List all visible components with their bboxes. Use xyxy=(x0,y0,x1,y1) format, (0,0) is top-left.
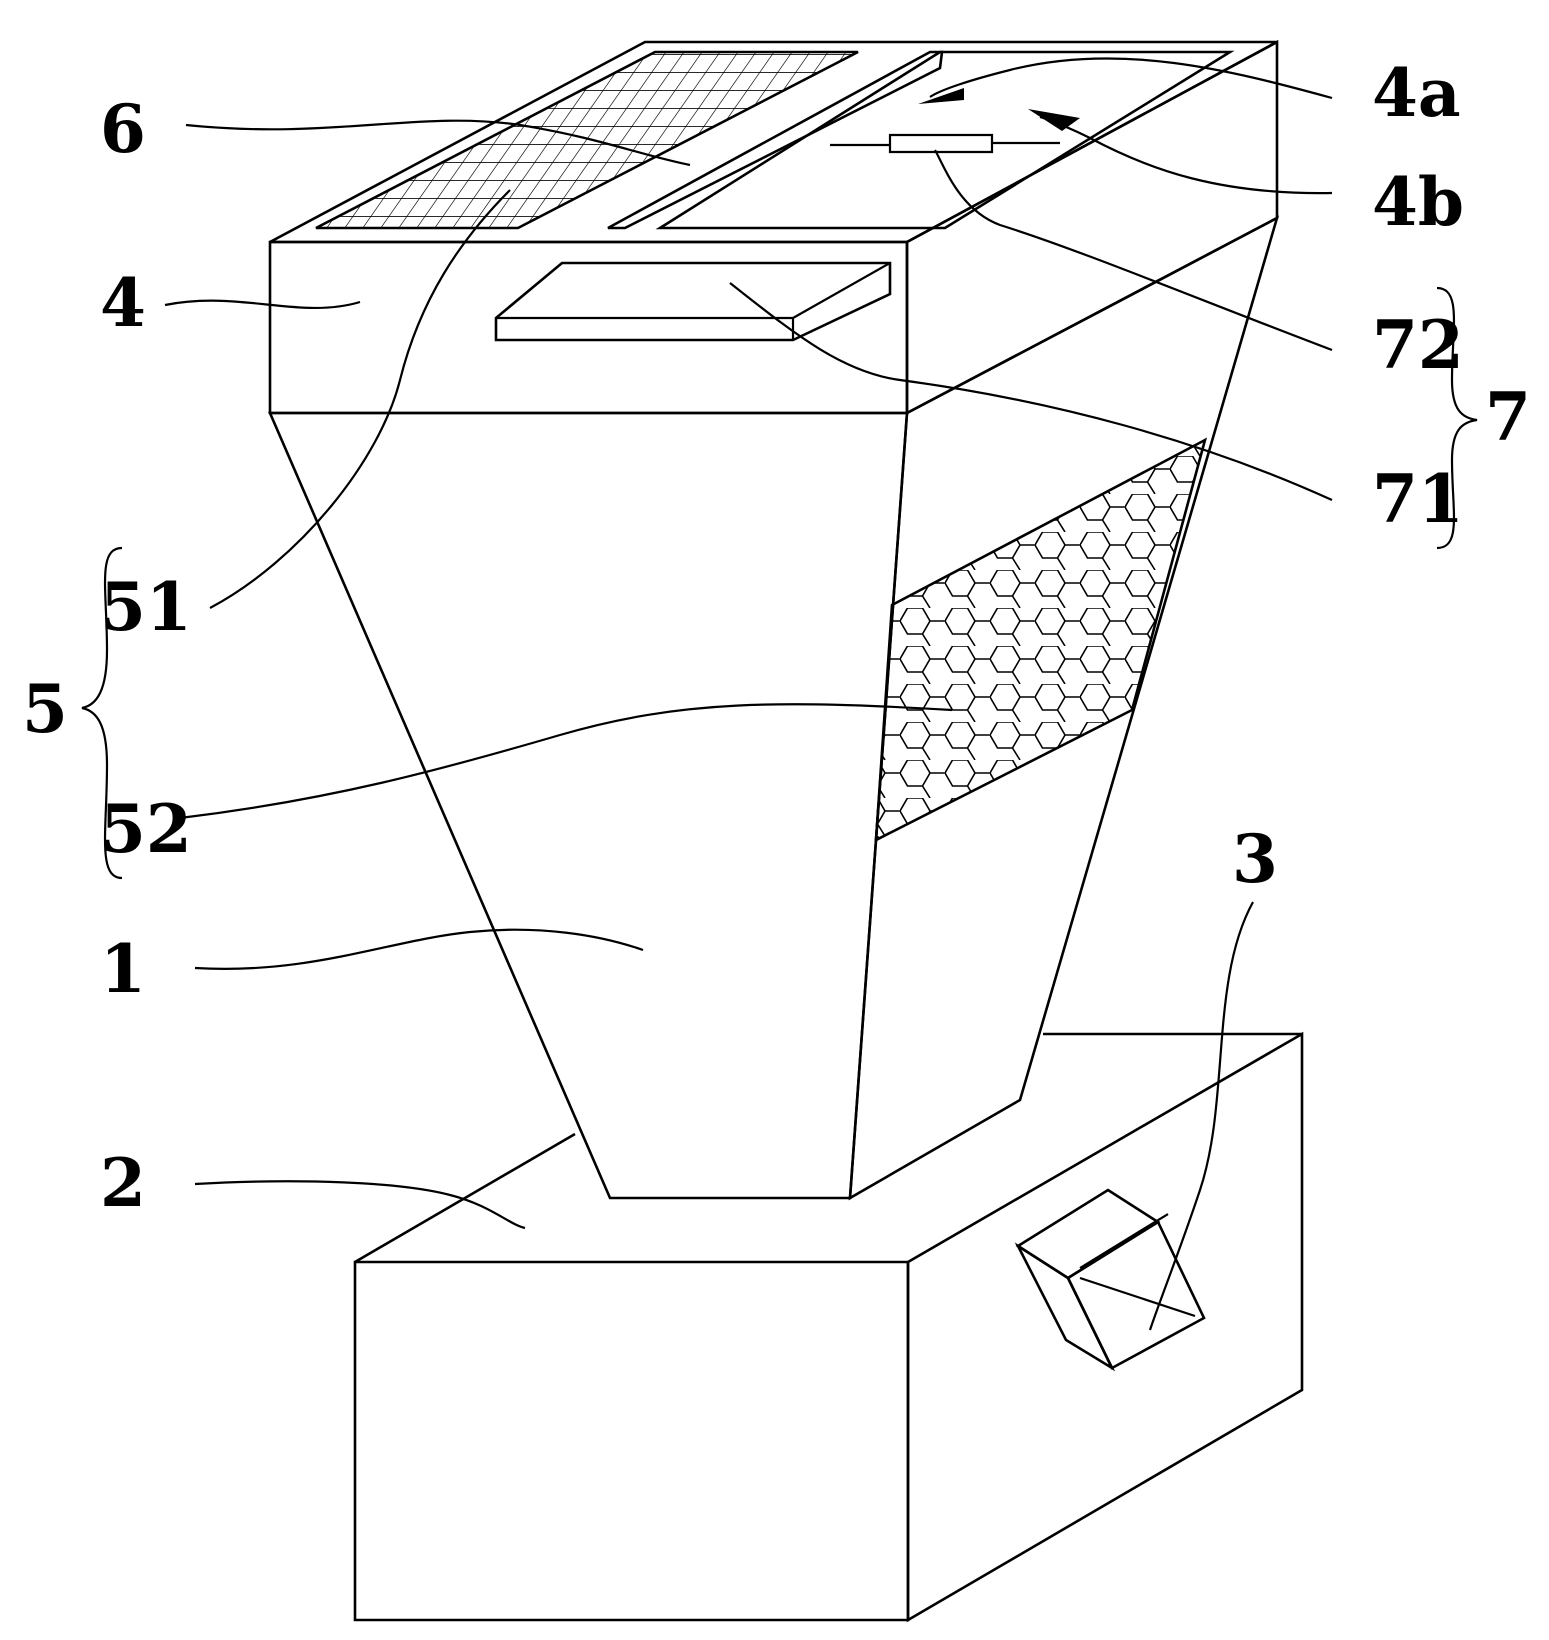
base-top-left-edge xyxy=(355,1134,575,1262)
top-housing xyxy=(270,42,1277,413)
spout-face xyxy=(1068,1222,1204,1368)
leader-4 xyxy=(165,301,360,308)
label-4a: 4a xyxy=(1372,54,1461,132)
label-71: 71 xyxy=(1372,460,1464,538)
housing-front-face xyxy=(270,242,907,413)
leader-4b xyxy=(1040,117,1332,193)
label-51: 51 xyxy=(100,568,192,646)
label-4b: 4b xyxy=(1372,163,1464,241)
spout-left xyxy=(1018,1246,1112,1368)
sensor-72 xyxy=(890,135,992,152)
hopper-front-face xyxy=(270,413,907,1198)
braces xyxy=(82,288,1477,878)
leader-2 xyxy=(195,1181,525,1228)
leader-1 xyxy=(195,930,643,969)
label-3: 3 xyxy=(1232,820,1278,898)
spout-diagonal xyxy=(1080,1278,1195,1316)
leader-51 xyxy=(210,190,510,608)
square-mesh-screen xyxy=(316,52,858,228)
label-6: 6 xyxy=(100,90,146,168)
label-1: 1 xyxy=(100,930,146,1008)
spout-rim-line xyxy=(1080,1214,1168,1268)
panel-side-edge xyxy=(793,263,890,318)
label-72: 72 xyxy=(1372,306,1464,384)
label-2: 2 xyxy=(100,1144,146,1222)
arrow-4b xyxy=(1028,109,1080,131)
label-4: 4 xyxy=(100,264,146,342)
base-front-face xyxy=(355,1262,908,1620)
label-7: 7 xyxy=(1485,378,1531,456)
leader-52 xyxy=(180,704,952,818)
control-panel-71 xyxy=(496,263,890,340)
base-box xyxy=(355,1034,1302,1620)
label-5: 5 xyxy=(22,670,68,748)
leader-3 xyxy=(1150,902,1253,1330)
outlet-spout xyxy=(1018,1190,1204,1368)
hex-filter-mesh xyxy=(876,440,1205,840)
label-52: 52 xyxy=(100,790,192,868)
base-side-face xyxy=(908,1034,1302,1620)
leader-4a xyxy=(930,58,1332,98)
leader-lines xyxy=(165,58,1332,1330)
leader-72 xyxy=(935,150,1332,350)
